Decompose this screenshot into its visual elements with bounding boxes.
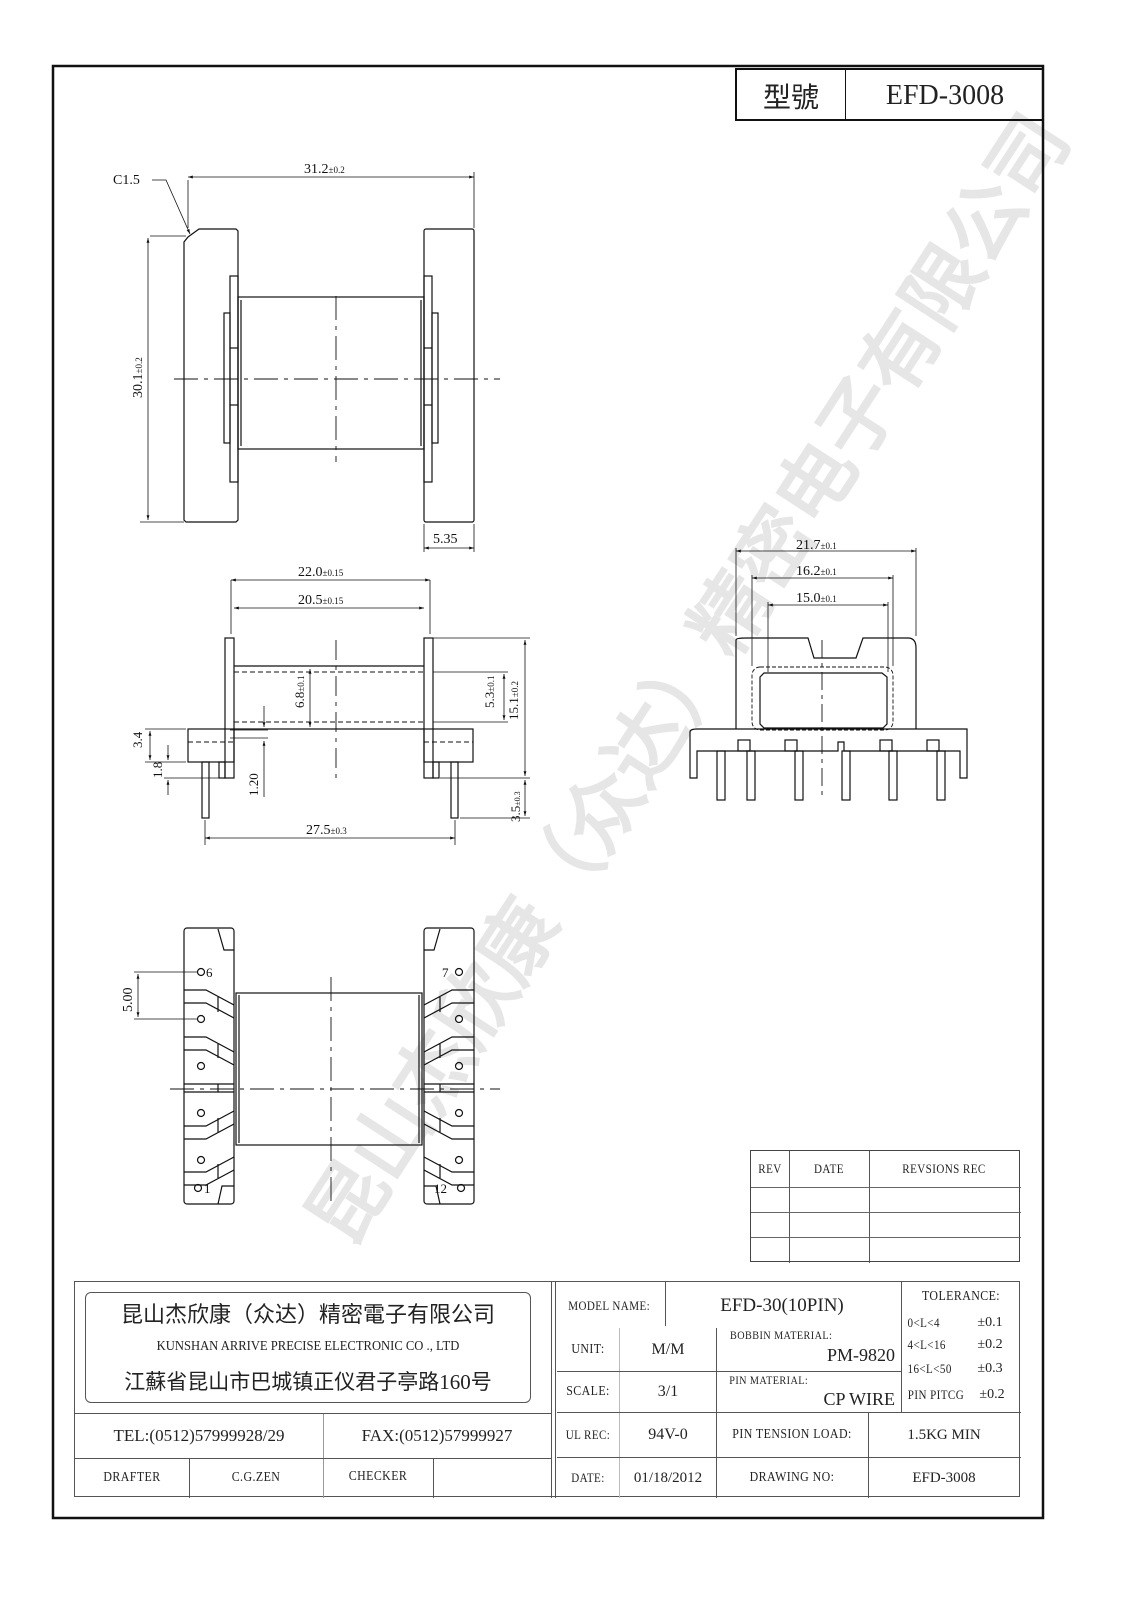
svg-text:27.5±0.3: 27.5±0.3 [306,823,347,838]
svg-text:6.8±0.1: 6.8±0.1 [292,676,307,708]
tolerance-range-4: PIN PITCG [907,1387,965,1402]
tel: TEL:(0512)57999928/29 [113,1426,285,1445]
model-header: 型號 EFD-3008 [735,68,1043,121]
company-name-en: KUNSHAN ARRIVE PRECISE ELECTRONIC CO ., … [156,1339,460,1354]
svg-text:1: 1 [204,1181,211,1196]
svg-text:7: 7 [442,965,449,980]
svg-text:22.0±0.15: 22.0±0.15 [298,565,344,580]
end-view [689,548,968,801]
svg-text:31.2±0.2: 31.2±0.2 [304,162,345,177]
company-name-cn: 昆山杰欣康（众达）精密電子有限公司 [120,1302,495,1327]
revision-table: REV DATE REVSIONS REC [750,1150,1021,1263]
svg-text:6: 6 [206,965,213,980]
dim-chamfer: C1.5 [113,173,140,188]
pin-tension-value: 1.5KG MIN [907,1426,981,1443]
svg-text:3.4: 3.4 [130,731,145,748]
tolerance-value-3: ±0.3 [977,1361,1003,1376]
fax: FAX:(0512)57999927 [361,1426,513,1445]
pin-material-label: PIN MATERIAL: [729,1372,809,1387]
svg-text:3.5±0.3: 3.5±0.3 [508,791,523,822]
tolerance-range-1: 0<L<4 [907,1315,940,1330]
bobbin-material-label: BOBBIN MATERIAL: [730,1327,833,1342]
ul-rec-label: UL REC: [565,1427,611,1442]
svg-text:5.35: 5.35 [433,532,458,547]
pin-tension-label: PIN TENSION LOAD: [732,1427,852,1442]
top-view [140,172,500,552]
model-value: EFD-3008 [885,79,1005,111]
model-label: 型號 [737,70,846,121]
drafter-label: DRAFTER [103,1470,161,1485]
company-address: 江蘇省昆山市巴城镇正仪君子亭路160号 [124,1370,492,1394]
svg-text:1.8: 1.8 [150,762,165,778]
svg-text:12: 12 [434,1181,447,1196]
svg-text:21.7±0.1: 21.7±0.1 [796,538,837,553]
svg-text:1.20: 1.20 [246,773,261,796]
revisions-header: REVSIONS REC [902,1161,986,1176]
drawing-no-value: EFD-3008 [912,1469,976,1486]
tolerance-value-1: ±0.1 [977,1315,1003,1330]
tolerance-value-2: ±0.2 [977,1337,1003,1352]
drafter-value: C.G.ZEN [231,1470,281,1485]
date-header: DATE [814,1161,844,1176]
company-box [85,1292,531,1403]
svg-text:15.0±0.1: 15.0±0.1 [796,591,837,606]
svg-text:5.3±0.1: 5.3±0.1 [482,676,497,708]
tolerance-range-2: 4<L<16 [907,1337,946,1352]
unit-label: UNIT: [571,1342,605,1357]
tolerance-value-4: ±0.2 [979,1387,1005,1402]
svg-text:30.1±0.2: 30.1±0.2 [131,357,146,398]
date-label: DATE: [571,1470,605,1485]
checker-value [433,1459,551,1497]
svg-text:15.1±0.2: 15.1±0.2 [506,681,521,720]
svg-text:5.00: 5.00 [121,988,136,1013]
rev-header: REV [758,1161,782,1176]
svg-text:16.2±0.1: 16.2±0.1 [796,564,837,579]
ul-rec-value: 94V-0 [648,1426,688,1443]
bobbin-material-value: PM-9820 [826,1344,895,1365]
drawing-no-label: DRAWING NO: [749,1470,835,1485]
checker-label: CHECKER [348,1469,408,1484]
model-name-value: EFD-30(10PIN) [720,1295,844,1316]
side-view [145,578,530,845]
date-value: 01/18/2012 [633,1469,703,1486]
tolerance-range-3: 16<L<50 [907,1361,952,1376]
unit-value: M/M [651,1341,685,1358]
title-block: 昆山杰欣康（众达）精密電子有限公司 KUNSHAN ARRIVE PRECISE… [74,1281,1021,1498]
model-name-label: MODEL NAME: [568,1298,651,1313]
bottom-view [134,927,500,1205]
svg-text:20.5±0.15: 20.5±0.15 [298,593,344,608]
scale-label: SCALE: [566,1384,610,1399]
sheet-border [51,64,1045,1520]
scale-value: 3/1 [657,1383,679,1400]
pin-material-value: CP WIRE [823,1388,895,1409]
tolerance-title: TOLERANCE: [921,1289,1001,1304]
